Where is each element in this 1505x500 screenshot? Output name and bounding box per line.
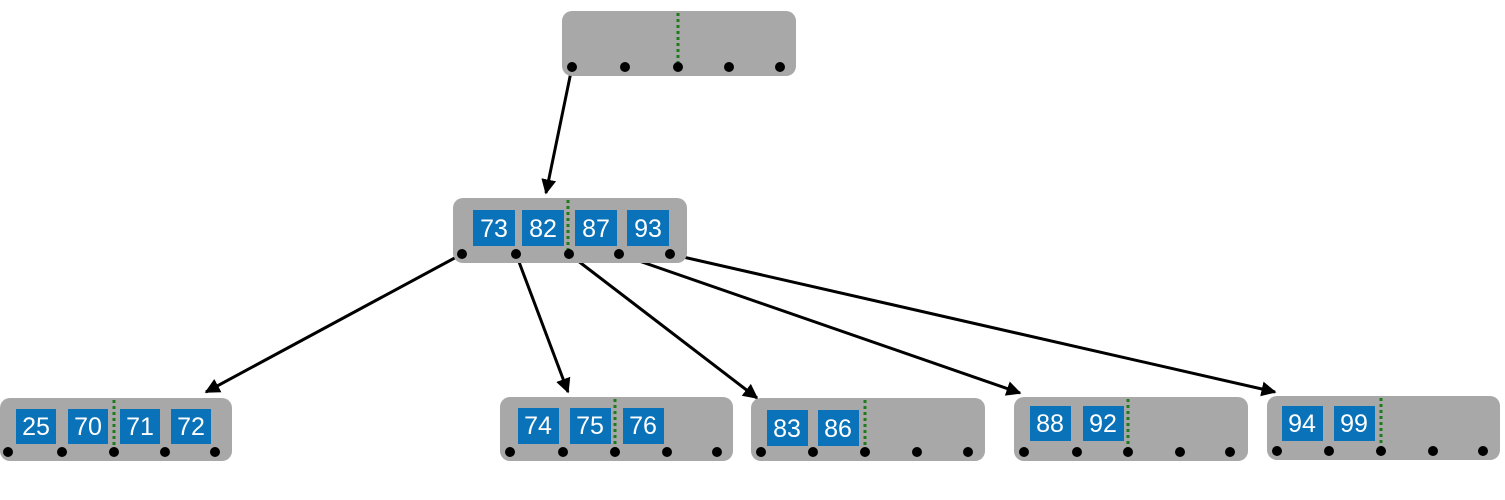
leaf-1-key-box-1 [16, 409, 56, 444]
leaf-2-key-box-2 [570, 408, 611, 444]
edge-root-to-internal [541, 66, 574, 195]
edge-internal-to-leaf-1 [204, 252, 463, 394]
leaf-4-background [1014, 397, 1248, 461]
leaf-2-key-2: 75 [576, 412, 604, 440]
internal-key-box-4 [627, 210, 669, 246]
edge-internal-to-leaf-2 [514, 253, 571, 394]
root-pointer-3 [724, 62, 734, 72]
root-node [562, 11, 796, 76]
leaf-2-pointer-0 [505, 447, 515, 457]
root-pointer-4 [775, 62, 785, 72]
leaf-5-pointer-2 [1376, 446, 1386, 456]
leaf-1-pointer-3 [160, 447, 170, 457]
leaf-3-pointer-3 [912, 447, 922, 457]
leaf-1-pointer-2 [109, 447, 119, 457]
internal-node: 73 82 87 93 [453, 198, 687, 263]
leaf-3-key-2: 86 [824, 415, 852, 443]
leaf-2-key-3: 76 [629, 412, 657, 440]
leaf-5-key-box-1 [1282, 406, 1323, 441]
leaf-4-key-box-1 [1030, 406, 1071, 441]
internal-key-2: 82 [529, 215, 557, 243]
root-pointer-0 [567, 62, 577, 72]
internal-key-box-1 [473, 210, 515, 246]
leaf-1-key-box-2 [68, 409, 108, 444]
leaf-4-key-1: 88 [1036, 410, 1064, 438]
leaf-3-pointer-0 [756, 447, 766, 457]
leaf-3-key-box-1 [767, 410, 808, 446]
leaf-node-2: 74 75 76 [500, 397, 733, 461]
leaf-3-key-box-2 [818, 410, 859, 446]
leaf-4-key-box-2 [1083, 406, 1124, 441]
leaf-4-pointer-3 [1175, 447, 1185, 457]
leaf-2-pointer-3 [662, 447, 672, 457]
leaf-5-background [1267, 396, 1500, 460]
internal-pointer-3 [614, 249, 624, 259]
internal-key-box-2 [522, 210, 564, 246]
leaf-4-pointer-4 [1225, 447, 1235, 457]
leaf-5-pointer-4 [1478, 446, 1488, 456]
leaf-1-key-3: 71 [126, 413, 154, 441]
leaf-1-pointer-4 [210, 447, 220, 457]
leaf-5-key-1: 94 [1288, 410, 1316, 438]
leaf-1-key-2: 70 [74, 413, 102, 441]
leaf-3-pointer-2 [860, 447, 870, 457]
internal-key-3: 87 [582, 215, 610, 243]
leaf-1-pointer-1 [57, 447, 67, 457]
leaf-node-4: 88 92 [1014, 397, 1248, 461]
leaf-2-key-1: 74 [524, 412, 552, 440]
leaf-node-1: 25 70 71 72 [0, 398, 232, 461]
leaf-3-background [751, 398, 985, 461]
leaf-5-pointer-0 [1272, 446, 1282, 456]
leaf-1-key-4: 72 [177, 413, 205, 441]
internal-key-1: 73 [480, 215, 508, 243]
internal-pointer-1 [511, 249, 521, 259]
leaf-2-pointer-4 [712, 447, 722, 457]
leaf-3-pointer-1 [808, 447, 818, 457]
internal-key-box-3 [575, 210, 617, 246]
leaf-4-key-2: 92 [1089, 410, 1117, 438]
edge-internal-to-leaf-5 [669, 252, 1277, 397]
leaf-4-pointer-0 [1019, 447, 1029, 457]
leaf-4-pointer-1 [1072, 447, 1082, 457]
root-pointer-2 [673, 62, 683, 72]
leaf-2-pointer-2 [610, 447, 620, 457]
leaf-2-pointer-1 [558, 447, 568, 457]
leaf-1-key-1: 25 [22, 413, 50, 441]
edge-internal-to-leaf-4 [618, 252, 1022, 396]
leaf-node-5: 94 99 [1267, 396, 1500, 460]
internal-key-4: 93 [634, 215, 662, 243]
leaf-5-pointer-3 [1428, 446, 1438, 456]
leaf-5-key-box-2 [1334, 406, 1375, 441]
leaf-5-key-2: 99 [1340, 410, 1368, 438]
edge-internal-to-leaf-3 [568, 252, 759, 400]
leaf-node-3: 83 86 [751, 398, 985, 461]
leaf-3-pointer-4 [963, 447, 973, 457]
root-pointer-1 [620, 62, 630, 72]
leaf-1-key-box-3 [120, 409, 160, 444]
edges [204, 66, 1277, 400]
internal-pointer-0 [457, 249, 467, 259]
leaf-5-pointer-1 [1324, 446, 1334, 456]
leaf-2-key-box-3 [623, 408, 664, 444]
leaf-3-key-1: 83 [773, 415, 801, 443]
leaf-4-pointer-2 [1123, 447, 1133, 457]
leaf-2-key-box-1 [518, 408, 559, 444]
leaf-1-pointer-0 [3, 447, 13, 457]
internal-pointer-2 [564, 249, 574, 259]
leaf-1-key-box-4 [171, 409, 211, 444]
internal-pointer-4 [665, 249, 675, 259]
